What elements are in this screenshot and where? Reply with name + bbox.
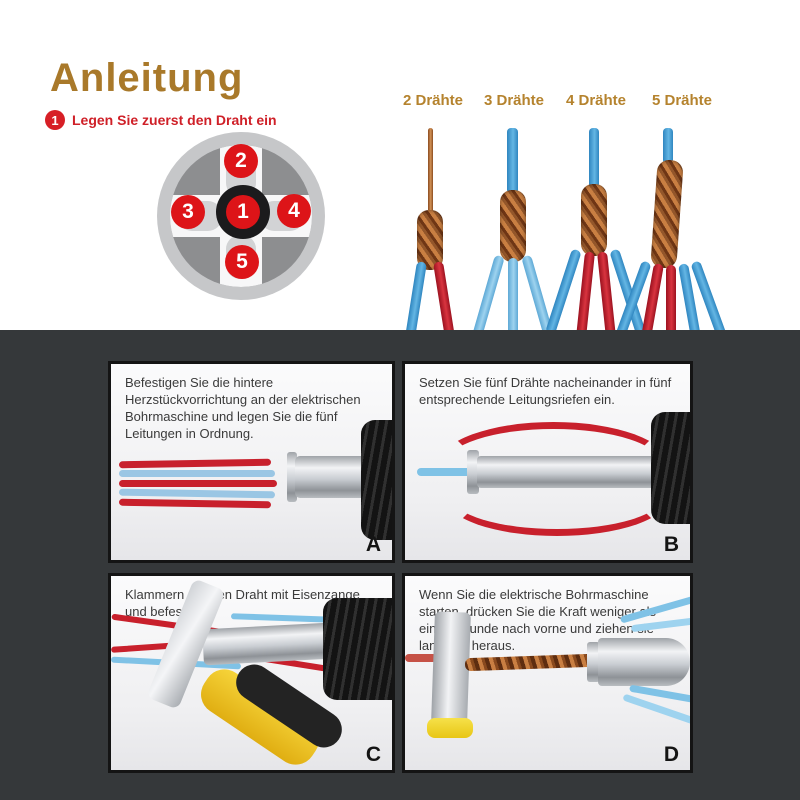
device-collar: [587, 642, 600, 682]
twisted-copper-wire: [464, 653, 594, 672]
red-wire-stub: [405, 654, 437, 662]
blue-lead: [589, 128, 599, 188]
step-panel-a: Befestigen Sie die hintere Herzstückvorr…: [108, 361, 395, 563]
wire-photo-2-wires: [390, 120, 470, 330]
step-panel-d: Wenn Sie die elektrische Bohrmaschine st…: [402, 573, 693, 773]
slot-number-2: 2: [224, 144, 258, 178]
blue-wire: [119, 470, 275, 477]
wire-strand: [575, 251, 595, 330]
panel-b-text: Setzen Sie fünf Drähte nacheinander in f…: [419, 375, 672, 408]
step-1-label: Legen Sie zuerst den Draht ein: [72, 112, 277, 128]
wire-photo-4-wires: [545, 120, 646, 330]
red-wire: [119, 480, 277, 487]
wire-coil: [417, 210, 443, 270]
drill-chuck: [361, 420, 392, 540]
page-title: Anleitung: [50, 56, 244, 100]
step-panel-c: Klammern Sie den Draht mit Eisenzange un…: [108, 573, 395, 773]
panel-c-letter: C: [365, 743, 381, 766]
label-4-wires: 4 Drähte: [565, 92, 627, 109]
twisting-device: [598, 638, 690, 686]
wire-coil: [650, 159, 684, 269]
red-wire: [118, 458, 272, 469]
label-2-wires: 2 Drähte: [402, 92, 464, 109]
panel-d-letter: D: [663, 743, 679, 766]
wire-strand: [433, 261, 456, 330]
panel-a-text: Befestigen Sie die hintere Herzstückvorr…: [125, 375, 361, 442]
red-wire: [118, 498, 272, 509]
slot-number-4: 4: [277, 194, 311, 228]
wire-photo-3-wires: [472, 120, 554, 330]
blue-wire: [118, 488, 276, 499]
wire-coil: [581, 184, 607, 256]
slot-number-3: 3: [171, 195, 205, 229]
drill-chuck: [323, 598, 392, 700]
step-panel-b: Setzen Sie fünf Drähte nacheinander in f…: [402, 361, 693, 563]
steps-grid: Befestigen Sie die hintere Herzstückvorr…: [0, 330, 800, 800]
red-wire-arc-bottom: [445, 458, 669, 536]
twisting-device: [202, 622, 332, 666]
red-wire-arc-top: [439, 422, 668, 506]
blue-lead: [507, 128, 518, 194]
top-section: Anleitung 1 Legen Sie zuerst den Draht e…: [0, 0, 800, 330]
wire-slot-diagram: 1 2 3 4 5: [157, 132, 325, 300]
step-1: 1 Legen Sie zuerst den Draht ein: [45, 110, 277, 130]
wire-photo-5-wires: [614, 120, 728, 330]
label-5-wires: 5 Drähte: [651, 92, 713, 109]
wire-strand: [472, 254, 505, 330]
panel-b-letter: B: [663, 533, 679, 556]
wire-coil: [500, 190, 526, 262]
label-3-wires: 3 Drähte: [483, 92, 545, 109]
wire-strand: [508, 258, 518, 330]
device-flange: [287, 452, 297, 502]
blue-lead: [663, 128, 673, 164]
slot-number-5: 5: [225, 245, 259, 279]
slot-number-1: 1: [226, 195, 260, 229]
bare-copper-lead: [428, 128, 433, 216]
wire-strand: [666, 265, 676, 330]
device-collar: [467, 450, 479, 494]
step-number-badge: 1: [45, 110, 65, 130]
panel-a-letter: A: [365, 533, 381, 556]
pliers-handle-yellow: [427, 718, 473, 738]
twisting-device: [477, 456, 655, 488]
wire-strand: [404, 261, 427, 330]
drill-chuck: [651, 412, 690, 524]
